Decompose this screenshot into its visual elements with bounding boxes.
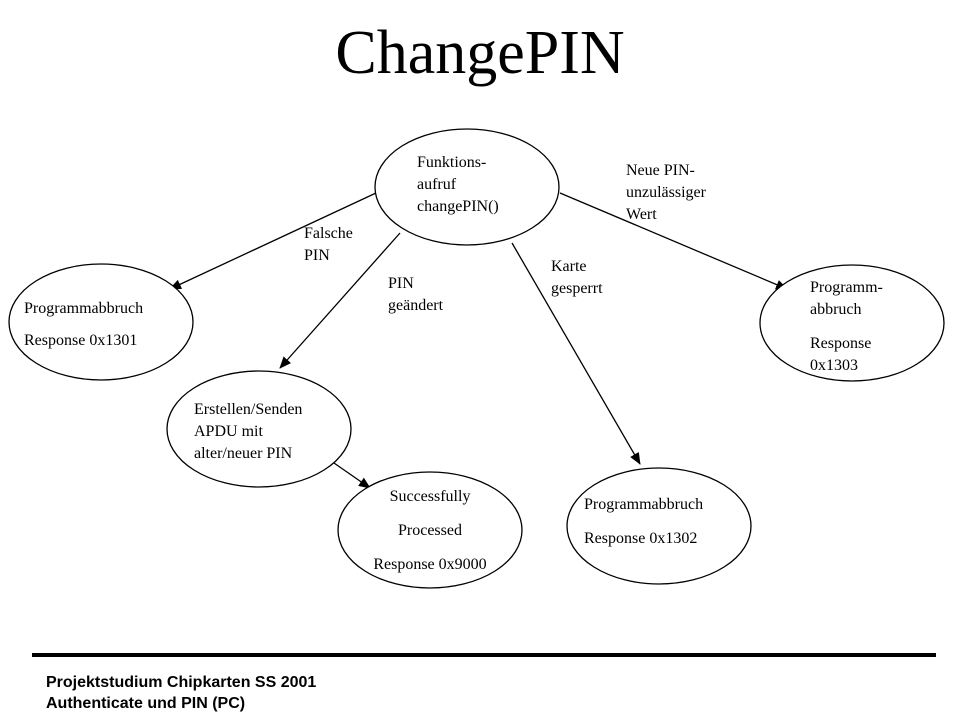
edge-label-neue-pin-line-2: unzulässiger [626,184,707,201]
node-abort-1303-line-1: Programm- [810,279,883,296]
edge-label-neue-pin-line-1: Neue PIN- [626,162,695,179]
edge-falsche-pin [169,192,377,290]
edge-pin-geaendert [279,232,401,369]
node-abort-1303-line-4: 0x1303 [810,357,858,374]
node-abort-1302: Programmabbruch Response 0x1302 [566,467,752,585]
node-abort-1301-line-1: Programmabbruch [24,300,143,317]
node-start-line-3: changePIN() [417,198,499,215]
edge-label-falsche-pin-line-2: PIN [304,247,330,264]
footer-line-1: Projektstudium Chipkarten SS 2001 [46,674,317,691]
edge-label-karte-gesperrt-line-2: gesperrt [551,280,603,297]
node-abort-1301: Programmabbruch Response 0x1301 [8,263,194,381]
node-abort-1303-line-3: Response [810,335,871,352]
footer-divider [32,653,936,657]
node-apdu-line-3: alter/neuer PIN [194,445,293,462]
node-success-line-3: Response 0x9000 [373,556,486,573]
footer-line-2: Authenticate und PIN (PC) [46,695,246,712]
node-apdu-line-2: APDU mit [194,423,263,440]
edge-label-neue-pin-line-3: Wert [626,206,657,223]
node-start: Funktions- aufruf changePIN() [374,128,560,246]
edge-neue-pin [559,192,788,290]
edge-label-neue-pin: Neue PIN- unzulässiger Wert [626,162,707,223]
edge-label-pin-geaendert-line-2: geändert [388,297,444,314]
edge-apdu-to-success [333,462,371,489]
node-abort-1301-line-2: Response 0x1301 [24,332,137,349]
node-apdu: Erstellen/Senden APDU mit alter/neuer PI… [166,370,352,488]
node-abort-1303-line-2: abbruch [810,301,862,318]
edge-label-falsche-pin-line-1: Falsche [304,225,353,242]
node-success: Successfully Processed Response 0x9000 [337,471,523,589]
edge-label-pin-geaendert: PIN geändert [388,275,444,314]
node-start-line-2: aufruf [417,176,457,193]
node-abort-1303: Programm- abbruch Response 0x1303 [759,264,945,382]
edge-label-karte-gesperrt: Karte gesperrt [551,258,603,297]
node-success-line-2: Processed [398,522,462,539]
footer: Projektstudium Chipkarten SS 2001 Authen… [46,672,316,714]
node-start-line-1: Funktions- [417,154,486,171]
edge-label-falsche-pin: Falsche PIN [304,225,353,264]
node-apdu-line-1: Erstellen/Senden [194,401,302,418]
node-success-line-1: Successfully [390,488,471,505]
node-abort-1302-line-2: Response 0x1302 [584,530,697,547]
edge-karte-gesperrt [511,242,641,465]
node-abort-1302-line-1: Programmabbruch [584,496,703,513]
page-title: ChangePIN [335,19,625,87]
edge-label-karte-gesperrt-line-1: Karte [551,258,587,275]
edge-label-pin-geaendert-line-1: PIN [388,275,414,292]
